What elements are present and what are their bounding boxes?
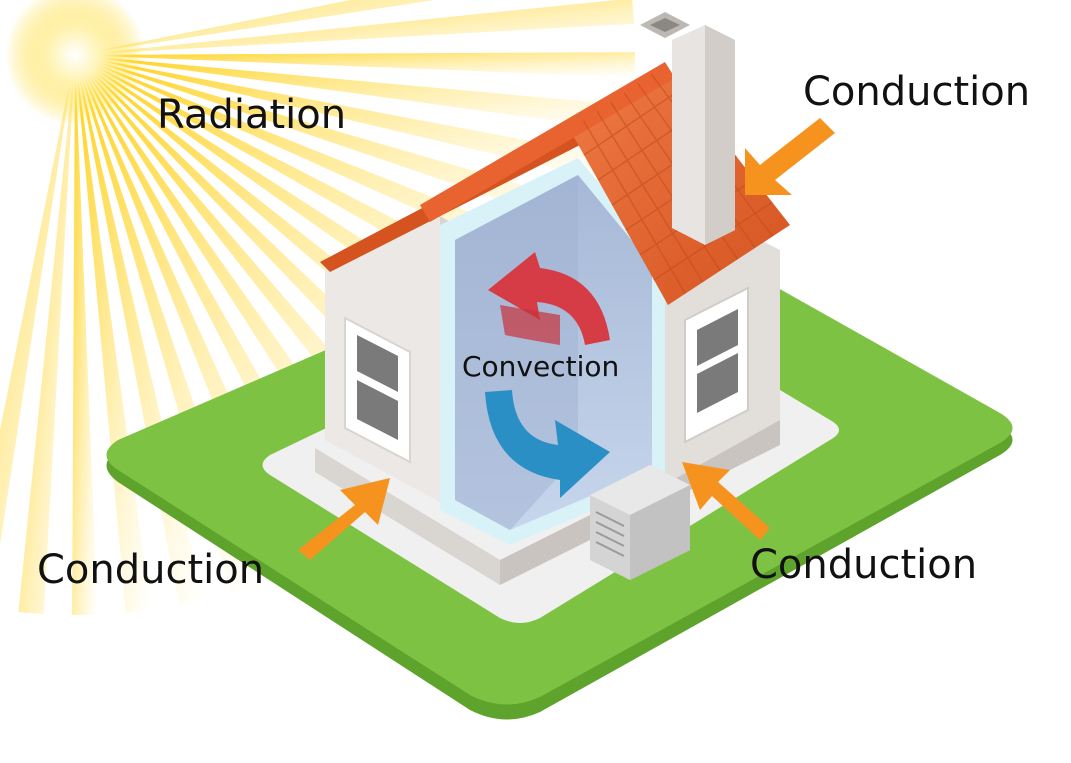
sun-ray [75,0,435,55]
conduction-arrow-roof [745,118,835,195]
interior-corner-shadow [455,175,578,530]
sun-ray [18,55,75,615]
ac-unit-icon [590,465,690,580]
conduction-left-label: Conduction [37,547,265,593]
chimney [640,12,735,245]
conduction-arrow-right [682,462,770,540]
sun-ray [72,55,98,615]
sun-ray [75,52,635,78]
radiation-label: Radiation [157,92,347,138]
conduction-right-label: Conduction [750,542,978,588]
left-window [344,316,411,464]
roof-tile-line [596,111,704,283]
roof-tile-line [583,87,684,156]
convection-cold-arrow [485,390,610,498]
roof-tile-line [582,120,687,294]
sun-ray [75,55,626,184]
convection-label: Convection [462,350,620,383]
conduction-arrow-left [298,478,390,560]
sun-icon [5,0,145,125]
conduction-roof-label: Conduction [803,69,1031,115]
sun-ray [75,0,635,55]
convection-hot-arrow [488,252,610,345]
roof-tile-line [653,201,773,281]
sun-ray [75,55,633,132]
foundation [315,448,500,585]
right-window [684,286,749,444]
